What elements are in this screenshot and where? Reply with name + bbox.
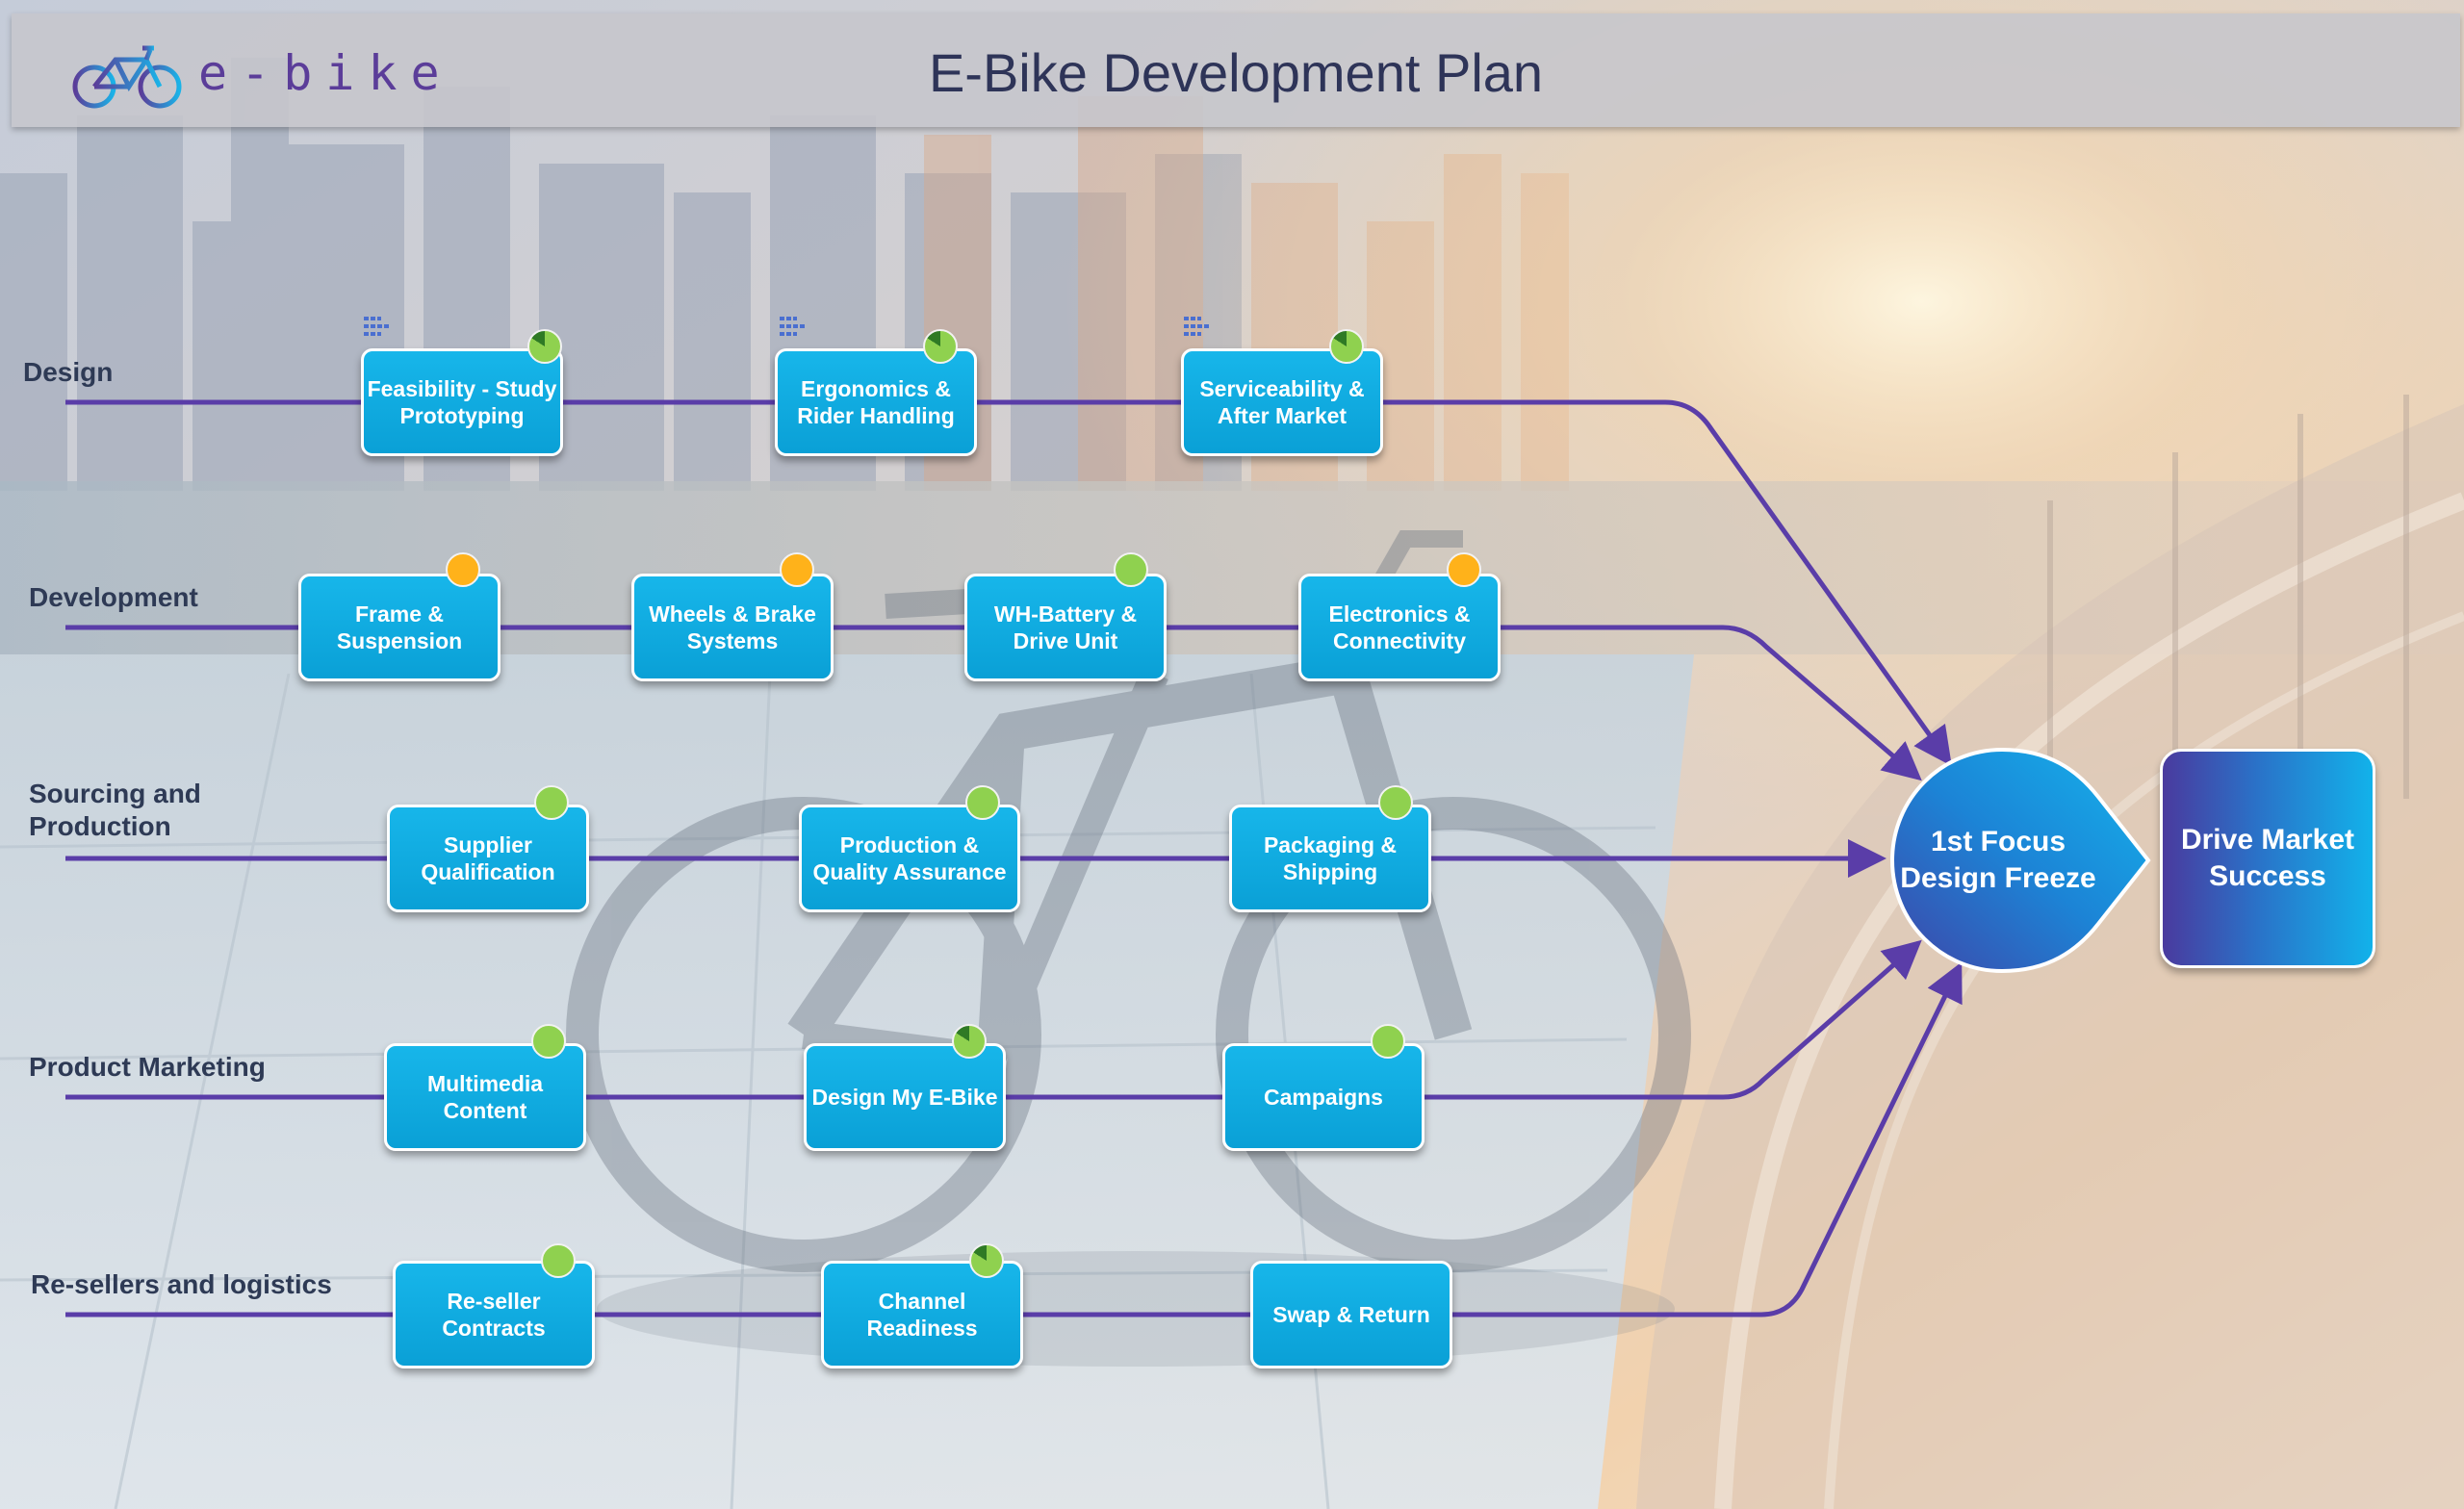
status-dot [780, 552, 814, 587]
flag-icon [1184, 317, 1209, 336]
task-production-qa[interactable]: Production & Quality Assurance [799, 805, 1020, 912]
task-feasibility-study[interactable]: Feasibility - Study Prototyping [361, 348, 563, 456]
lane-label-sourcing: Sourcing and Production [29, 779, 201, 841]
logo-text: e-bike [198, 45, 453, 101]
header-bar: e-bike E-Bike Development Plan [12, 13, 2460, 127]
status-dot [969, 1243, 1004, 1278]
status-dot [541, 1243, 576, 1278]
status-dot [923, 329, 958, 364]
task-wheels-brakes[interactable]: Wheels & Brake Systems [631, 574, 834, 681]
status-dot [1329, 329, 1364, 364]
lane-label-resellers: Re-sellers and logistics [31, 1269, 332, 1299]
goal-box[interactable]: Drive Market Success [2160, 749, 2375, 968]
status-dot [527, 329, 562, 364]
status-dot [965, 785, 1000, 820]
task-frame-suspension[interactable]: Frame & Suspension [298, 574, 500, 681]
status-dot [531, 1024, 566, 1059]
milestone-shape[interactable] [1888, 747, 2154, 974]
flag-icon [780, 317, 805, 336]
status-dot [952, 1024, 987, 1059]
task-swap-return[interactable]: Swap & Return [1250, 1261, 1452, 1368]
lane-label-design: Design [23, 357, 114, 387]
status-dot [1114, 552, 1148, 587]
design-connector [65, 399, 1952, 767]
development-connector [65, 625, 1922, 781]
marketing-connector [65, 939, 1922, 1100]
bicycle-icon [72, 45, 182, 109]
status-dot [534, 785, 569, 820]
task-electronics[interactable]: Electronics & Connectivity [1298, 574, 1501, 681]
lane-label-marketing: Product Marketing [29, 1052, 266, 1082]
task-reseller-contracts[interactable]: Re-seller Contracts [393, 1261, 595, 1368]
task-multimedia-content[interactable]: Multimedia Content [384, 1043, 586, 1151]
flag-icon [364, 317, 389, 336]
task-ergonomics[interactable]: Ergonomics & Rider Handling [775, 348, 977, 456]
status-dot [446, 552, 480, 587]
task-battery-drive[interactable]: WH-Battery & Drive Unit [964, 574, 1167, 681]
status-dot [1371, 1024, 1405, 1059]
task-supplier-qualification[interactable]: Supplier Qualification [387, 805, 589, 912]
task-design-my-ebike[interactable]: Design My E-Bike [804, 1043, 1006, 1151]
task-packaging-shipping[interactable]: Packaging & Shipping [1229, 805, 1431, 912]
task-serviceability[interactable]: Serviceability & After Market [1181, 348, 1383, 456]
lane-label-development: Development [29, 582, 198, 612]
task-channel-readiness[interactable]: Channel Readiness [821, 1261, 1023, 1368]
status-dot [1447, 552, 1481, 587]
resellers-connector [65, 961, 1963, 1317]
logo: e-bike [71, 42, 453, 110]
status-dot [1378, 785, 1413, 820]
task-campaigns[interactable]: Campaigns [1222, 1043, 1424, 1151]
